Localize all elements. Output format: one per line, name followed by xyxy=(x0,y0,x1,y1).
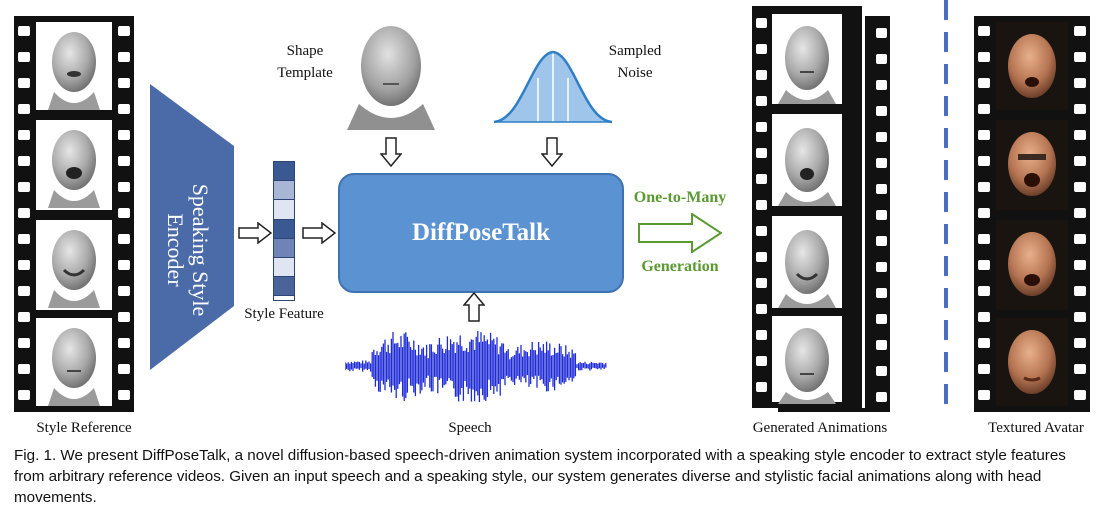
speaking-style-encoder-shape xyxy=(150,84,234,370)
style-feature-cell xyxy=(274,277,294,297)
speech-label: Speech xyxy=(448,420,492,436)
section-divider xyxy=(944,0,948,412)
film-sprocket-holes xyxy=(18,26,130,400)
style-reference-label: Style Reference xyxy=(36,420,132,436)
generation-arrow-icon xyxy=(638,213,722,253)
diffposetalk-model-box: DiffPoseTalk xyxy=(338,173,624,293)
generation-label: Generation xyxy=(641,258,719,275)
face-icon xyxy=(778,328,836,404)
speaking-style-encoder-label: Speaking Style Encoder xyxy=(163,184,213,317)
face-icon xyxy=(48,230,100,308)
face-icon xyxy=(48,328,100,406)
encoder-label-line-1: Speaking Style xyxy=(188,183,213,317)
textured-avatar-faces xyxy=(1008,34,1056,394)
face-icon xyxy=(48,32,100,110)
caption-line-2: from arbitrary reference videos. Given a… xyxy=(14,468,1042,485)
style-reference-faces xyxy=(48,32,100,406)
style-feature-cell xyxy=(274,258,294,278)
arrow-down-icon xyxy=(380,137,402,167)
face-icon xyxy=(1008,330,1056,394)
shape-template-line-2: Template xyxy=(277,65,333,81)
film-sprocket-holes xyxy=(978,26,1086,400)
style-feature-cell xyxy=(274,238,294,259)
face-icon xyxy=(1008,132,1056,196)
gaussian-noise-curve-icon xyxy=(493,50,613,124)
sampled-noise-line-2: Noise xyxy=(617,65,653,81)
style-feature-cell xyxy=(274,219,294,239)
arrow-right-icon xyxy=(238,222,272,244)
face-icon xyxy=(1008,232,1056,296)
style-feature-vector xyxy=(273,161,295,301)
one-to-many-label: One-to-Many xyxy=(633,189,727,206)
shape-template-line-1: Shape xyxy=(286,43,324,59)
figure-caption: Fig. 1. We present DiffPoseTalk, a novel… xyxy=(14,445,1106,508)
caption-line-1: Fig. 1. We present DiffPoseTalk, a novel… xyxy=(14,447,1066,464)
caption-line-3: movements. xyxy=(14,489,97,506)
film-sprocket-holes xyxy=(756,18,887,402)
shape-template-head xyxy=(347,26,435,130)
generated-animations-faces xyxy=(778,26,836,404)
face-icon xyxy=(1008,34,1056,98)
face-icon xyxy=(778,128,836,206)
arrow-down-icon xyxy=(541,137,563,167)
style-feature-cell xyxy=(274,200,294,220)
shape-template-label: Shape Template xyxy=(260,40,350,84)
encoder-label-line-2: Encoder xyxy=(163,213,188,287)
speech-waveform xyxy=(345,331,607,403)
style-feature-label: Style Feature xyxy=(244,306,324,322)
sampled-noise-label: Sampled Noise xyxy=(590,40,680,84)
style-feature-cell xyxy=(274,162,294,182)
arrow-right-icon xyxy=(302,222,336,244)
sampled-noise-line-1: Sampled xyxy=(608,43,662,59)
generated-animations-label: Generated Animations xyxy=(752,420,888,436)
face-icon xyxy=(48,130,100,208)
textured-avatar-label: Textured Avatar xyxy=(988,420,1084,436)
face-icon xyxy=(778,230,836,308)
model-name: DiffPoseTalk xyxy=(412,219,550,246)
arrow-up-icon xyxy=(463,292,485,322)
face-icon xyxy=(778,26,836,104)
style-feature-cell xyxy=(274,181,294,201)
